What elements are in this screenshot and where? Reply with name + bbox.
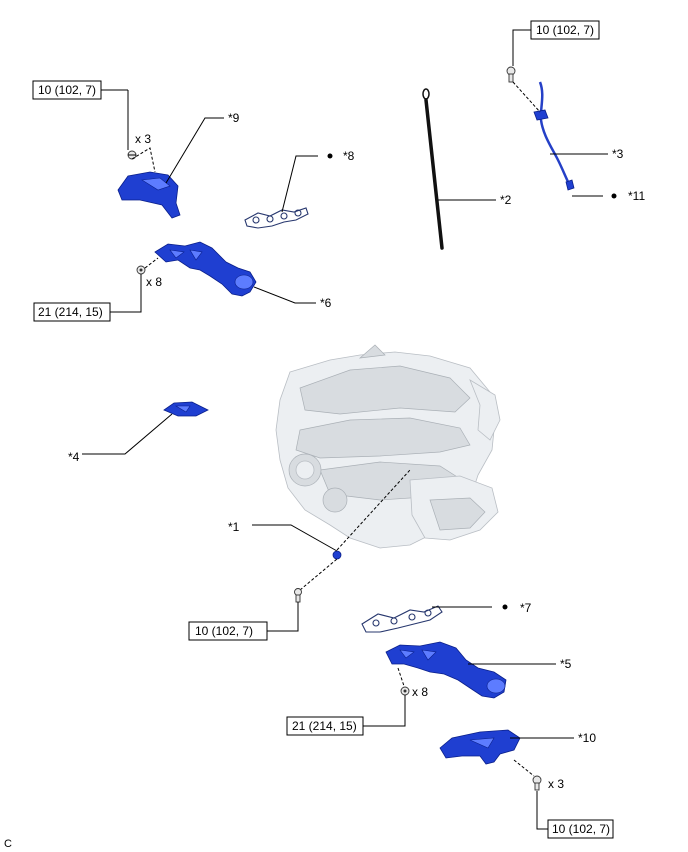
bolt-icon [506, 66, 516, 83]
nut-icon [400, 686, 410, 696]
heat-insulator-small [163, 401, 209, 417]
part-number-3: *3 [612, 147, 624, 161]
exhaust-manifold-upper [154, 241, 257, 297]
quantity-label: x 3 [548, 777, 564, 791]
exhaust-manifold-heat-insulator-upper [117, 171, 181, 219]
exhaust-manifold-stud [332, 550, 342, 560]
exhaust-manifold-heat-insulator-lower [439, 729, 521, 765]
torque-label: 21 (214, 15) [38, 305, 103, 319]
part-number-2: *2 [500, 193, 512, 207]
figure-code: C [4, 838, 12, 850]
bolt-icon [294, 588, 302, 603]
part-number-6: *6 [320, 296, 332, 310]
bolt-icon [532, 775, 542, 791]
part-number-5: *5 [560, 657, 572, 671]
engine-assembly-illustration [275, 344, 501, 549]
part-number-7: *7 [520, 601, 532, 615]
torque-label: 10 (102, 7) [552, 822, 610, 836]
part-number-4: *4 [68, 450, 80, 464]
part-number-9: *9 [228, 111, 240, 125]
bolt-icon [127, 150, 137, 160]
quantity-label: x 3 [135, 132, 151, 146]
torque-label: 21 (214, 15) [292, 719, 357, 733]
exhaust-manifold-lower [385, 641, 507, 699]
oil-level-gauge-dipstick [422, 88, 444, 250]
part-number-11: *11 [628, 189, 645, 203]
part-number-8: *8 [343, 149, 355, 163]
quantity-label: x 8 [412, 685, 428, 699]
part-number-10: *10 [578, 731, 596, 745]
non-reusable-part-dot-icon [502, 604, 508, 610]
torque-label: 10 (102, 7) [195, 624, 253, 638]
part-number-1: *1 [228, 520, 240, 534]
nut-icon [136, 265, 146, 275]
exhaust-manifold-gasket-upper [244, 207, 309, 229]
quantity-label: x 8 [146, 275, 162, 289]
oil-level-gauge-guide [533, 81, 575, 191]
non-reusable-part-dot-icon [611, 193, 617, 199]
torque-label: 10 (102, 7) [536, 23, 594, 37]
non-reusable-part-dot-icon [327, 153, 333, 159]
torque-label: 10 (102, 7) [38, 83, 96, 97]
exhaust-manifold-gasket-lower [361, 605, 443, 633]
